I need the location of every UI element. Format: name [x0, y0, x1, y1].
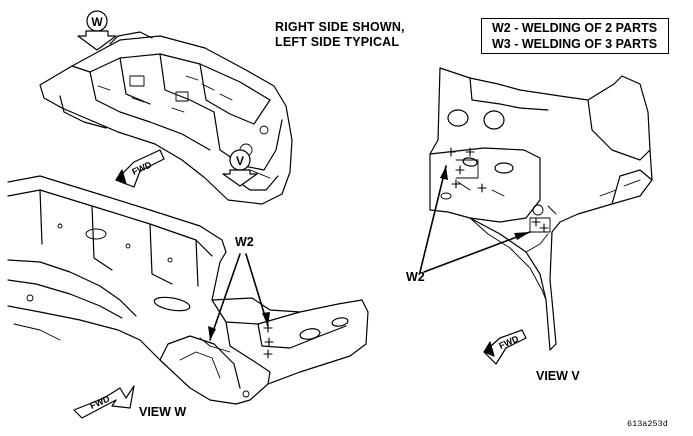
view-v-w2-leaders	[419, 165, 531, 273]
view-v-label: VIEW V	[536, 369, 580, 383]
v-marker-text: V	[236, 154, 244, 168]
fwd-right-text: FWD	[497, 333, 520, 351]
view-w-marker	[77, 10, 117, 51]
note-line-1: RIGHT SIDE SHOWN,	[275, 20, 405, 34]
view-v-bracket	[429, 67, 653, 351]
view-v-marker	[222, 149, 258, 187]
note-line-2: LEFT SIDE TYPICAL	[275, 35, 400, 49]
fwd-arrow-bottom	[73, 385, 135, 419]
callout-w2-view-w: W2	[235, 235, 254, 249]
view-w-weld-marks	[263, 323, 274, 359]
legend-w3: W3 - WELDING OF 3 PARTS	[492, 37, 658, 51]
weld-legend-box: W2 - WELDING OF 2 PARTS W3 - WELDING OF …	[481, 18, 669, 54]
overview-front-structure	[39, 31, 293, 205]
w-marker-text: W	[91, 15, 103, 29]
callout-w2-view-v: W2	[406, 270, 425, 284]
legend-w2: W2 - WELDING OF 2 PARTS	[492, 21, 658, 35]
fwd-arrow-top	[115, 149, 165, 188]
view-w-frame-rail	[7, 175, 369, 405]
reference-code: 613a253d	[627, 419, 668, 429]
view-v-weld-marks	[446, 147, 549, 233]
fwd-arrow-right	[483, 329, 527, 365]
view-w-label: VIEW W	[139, 405, 187, 419]
